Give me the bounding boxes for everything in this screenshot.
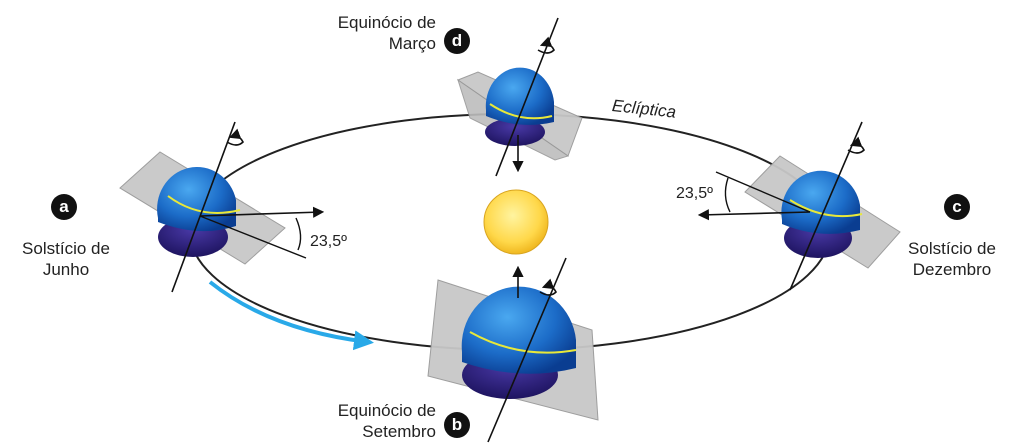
- sun-icon: [483, 189, 549, 255]
- label-equinox-march: Equinócio de Março: [286, 12, 436, 54]
- badge-c: c: [944, 194, 970, 220]
- angle-c: 23,5º: [676, 185, 713, 202]
- plane-normal: [199, 215, 307, 259]
- rotation-arrow-icon: [226, 128, 244, 146]
- angle-arc: [295, 217, 302, 251]
- label-d-line2: Março: [388, 34, 436, 53]
- badge-a: a: [51, 194, 77, 220]
- label-equinox-september: Equinócio de Setembro: [286, 400, 436, 442]
- earth-c: [697, 121, 901, 291]
- label-b-line1: Equinócio de: [337, 401, 436, 420]
- rotation-axis: [789, 121, 863, 291]
- earth-icon: [781, 170, 860, 234]
- rotation-arrow-icon: [539, 278, 557, 296]
- rotation-axis: [171, 121, 236, 293]
- badge-b: b: [444, 412, 470, 438]
- label-d-line1: Equinócio de: [337, 13, 436, 32]
- rotation-arrow-icon: [537, 36, 555, 54]
- sun-ray-arrow: [199, 206, 325, 218]
- label-a-line1: Solstício de: [22, 239, 110, 258]
- earth-underside: [485, 118, 545, 146]
- plane-normal: [715, 171, 811, 213]
- label-a-line2: Junho: [42, 260, 90, 279]
- label-b-line2: Setembro: [362, 422, 436, 441]
- sun-ray-arrow: [697, 209, 811, 221]
- equator-line: [469, 331, 577, 354]
- earth-b: [427, 257, 599, 443]
- badge-d: d: [444, 28, 470, 54]
- label-c-line2: Dezembro: [912, 260, 992, 279]
- label-c-line1: Solstício de: [908, 239, 996, 258]
- rotation-arrow-icon: [847, 136, 865, 154]
- angle-a: 23,5º: [310, 233, 347, 250]
- equator-line: [489, 103, 553, 120]
- angle-arc: [724, 177, 731, 213]
- motion-arrow-icon: [208, 280, 374, 351]
- label-solstice-december: Solstício de Dezembro: [888, 238, 1016, 280]
- earth-a: [119, 121, 325, 293]
- earth-d: [456, 17, 583, 177]
- label-solstice-june: Solstício de Junho: [2, 238, 130, 280]
- equator-line: [789, 199, 863, 218]
